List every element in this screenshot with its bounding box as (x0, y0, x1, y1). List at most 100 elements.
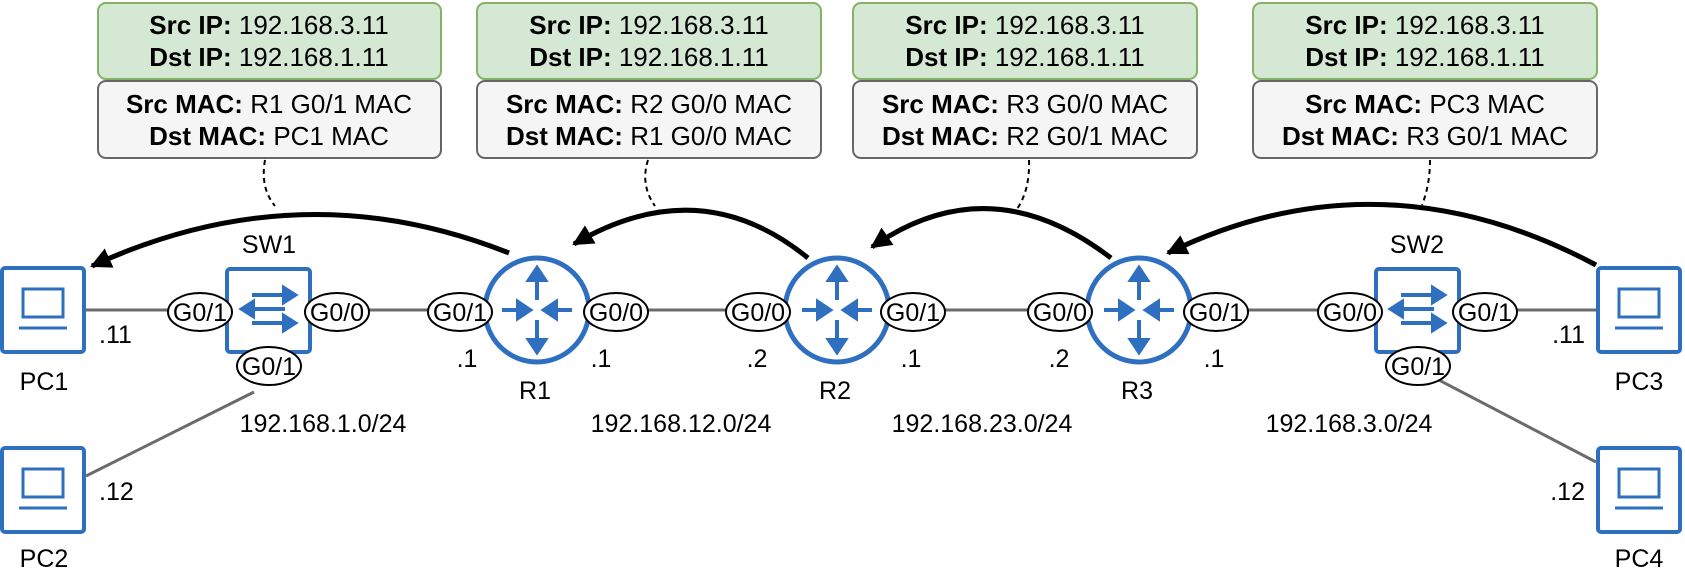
pc4[interactable]: PC4 .12 (1550, 446, 1682, 573)
pc1-address: .11 (99, 321, 132, 349)
dst-mac-value: R3 G0/1 MAC (1406, 121, 1568, 151)
mac-header-box (97, 80, 442, 159)
dst-ip-value: 192.168.1.11 (239, 42, 389, 72)
mac-header-box (476, 80, 822, 159)
svg-text:Src MAC: R1 G0/1 MAC: Src MAC: R1 G0/1 MAC (126, 89, 412, 119)
frame-header-callout-1: Src IP: 192.168.3.11 Dst IP: 192.168.1.1… (97, 2, 442, 159)
router-icon (1084, 255, 1194, 365)
svg-text:G0/0: G0/0 (1323, 299, 1377, 327)
router-icon (482, 255, 592, 365)
r3-label: R3 (1121, 377, 1153, 405)
src-ip-value: 192.168.3.11 (619, 10, 769, 40)
r1-label: R1 (519, 377, 551, 405)
port-sw1-right: G0/0 (304, 292, 370, 332)
port-labels: G0/1 G0/0 G0/1 G0/1 G0/0 G0/0 G0/1 G0/0 (167, 292, 1518, 386)
src-ip-value: 192.168.3.11 (239, 10, 389, 40)
src-mac-value: R3 G0/0 MAC (1006, 89, 1168, 119)
r3-left-address: .2 (1049, 345, 1070, 373)
svg-text:Dst IP: 192.168.1.11: Dst IP: 192.168.1.11 (905, 42, 1144, 72)
frame-header-callout-4: Src IP: 192.168.3.11 Dst IP: 192.168.1.1… (1252, 2, 1598, 159)
subnet-labels: 192.168.1.0/24 192.168.12.0/24 192.168.2… (240, 410, 1433, 438)
svg-text:G0/1: G0/1 (1458, 299, 1512, 327)
r1[interactable]: R1 (482, 255, 592, 405)
pc1[interactable]: PC1 .11 (0, 266, 132, 396)
link-sw2-pc4 (1434, 376, 1597, 464)
pc2-address: .12 (99, 478, 134, 506)
sw2[interactable]: SW2 (1374, 231, 1461, 354)
r2[interactable]: R2 (782, 255, 892, 405)
port-r1-left: G0/1 (427, 292, 493, 332)
r2-right-address: .1 (901, 345, 922, 373)
ip-header-box (476, 2, 822, 80)
svg-text:Src IP: 192.168.3.11: Src IP: 192.168.3.11 (529, 10, 769, 40)
interface-addresses: .1 .1 .2 .1 .2 .1 (457, 345, 1225, 373)
svg-text:G0/0: G0/0 (1033, 299, 1087, 327)
svg-text:Dst MAC: R1 G0/0 MAC: Dst MAC: R1 G0/0 MAC (506, 121, 792, 151)
svg-text:Src MAC: PC3 MAC: Src MAC: PC3 MAC (1305, 89, 1545, 119)
svg-text:G0/1: G0/1 (1391, 353, 1445, 381)
r3[interactable]: R3 (1084, 255, 1194, 405)
dst-mac-value: R2 G0/1 MAC (1006, 121, 1168, 151)
svg-text:G0/0: G0/0 (589, 299, 643, 327)
svg-text:G0/1: G0/1 (886, 299, 940, 327)
svg-text:Dst IP: 192.168.1.11: Dst IP: 192.168.1.11 (149, 42, 388, 72)
r1-right-address: .1 (591, 345, 612, 373)
svg-text:Dst IP: 192.168.1.11: Dst IP: 192.168.1.11 (529, 42, 768, 72)
src-mac-value: R2 G0/0 MAC (630, 89, 792, 119)
svg-text:Dst MAC: R2 G0/1 MAC: Dst MAC: R2 G0/1 MAC (882, 121, 1168, 151)
sw1-label: SW1 (242, 231, 296, 259)
dst-mac-value: PC1 MAC (273, 121, 389, 151)
svg-text:Src IP: 192.168.3.11: Src IP: 192.168.3.11 (905, 10, 1145, 40)
flow-arrow-4 (1166, 201, 1598, 268)
r2-left-address: .2 (747, 345, 768, 373)
pc2[interactable]: PC2 .12 (0, 446, 134, 573)
svg-text:Dst MAC: PC1 MAC: Dst MAC: PC1 MAC (149, 121, 389, 151)
subnet-label: 192.168.3.0/24 (1266, 410, 1433, 438)
computer-icon (1596, 266, 1682, 354)
sw1[interactable]: SW1 (225, 231, 312, 354)
svg-text:Dst MAC: R3 G0/1 MAC: Dst MAC: R3 G0/1 MAC (1282, 121, 1568, 151)
pc3-label: PC3 (1615, 368, 1664, 396)
subnet-label: 192.168.12.0/24 (591, 410, 772, 438)
pc2-label: PC2 (20, 545, 69, 573)
dst-mac-value: R1 G0/0 MAC (630, 121, 792, 151)
port-r2-right: G0/1 (880, 292, 946, 332)
flow-arrow-2 (572, 207, 810, 260)
svg-text:Src MAC: R3 G0/0 MAC: Src MAC: R3 G0/0 MAC (882, 89, 1168, 119)
dst-ip-value: 192.168.1.11 (1395, 42, 1545, 72)
callout-connectors (262, 159, 1431, 210)
port-sw1-left: G0/1 (167, 292, 233, 332)
ip-header-box (97, 2, 442, 80)
link-sw1-pc2 (85, 390, 255, 478)
computer-icon (0, 266, 86, 354)
src-ip-value: 192.168.3.11 (1395, 10, 1545, 40)
ip-header-box (852, 2, 1198, 80)
flow-arrow-3 (870, 206, 1113, 260)
dst-ip-value: 192.168.1.11 (619, 42, 769, 72)
pc3[interactable]: PC3 .11 (1552, 266, 1682, 396)
port-sw1-bottom: G0/1 (236, 346, 302, 386)
svg-text:Dst IP: 192.168.1.11: Dst IP: 192.168.1.11 (1305, 42, 1544, 72)
port-sw2-left: G0/0 (1317, 292, 1383, 332)
flow-arrow-1 (90, 212, 510, 269)
switch-icon (225, 267, 312, 354)
svg-text:G0/1: G0/1 (1189, 299, 1243, 327)
pc3-address: .11 (1552, 321, 1585, 349)
ip-header-box (1252, 2, 1598, 80)
computer-icon (0, 446, 86, 534)
port-r2-left: G0/0 (725, 292, 791, 332)
port-sw2-right: G0/1 (1452, 292, 1518, 332)
pc4-address: .12 (1550, 478, 1585, 506)
pc4-label: PC4 (1615, 545, 1664, 573)
src-mac-value: PC3 MAC (1429, 89, 1545, 119)
pc1-label: PC1 (20, 368, 69, 396)
r3-right-address: .1 (1204, 345, 1225, 373)
svg-text:G0/1: G0/1 (433, 299, 487, 327)
svg-text:Src MAC: R2 G0/0 MAC: Src MAC: R2 G0/0 MAC (506, 89, 792, 119)
svg-text:Src IP: 192.168.3.11: Src IP: 192.168.3.11 (1305, 10, 1545, 40)
port-r3-left: G0/0 (1027, 292, 1093, 332)
subnet-label: 192.168.23.0/24 (892, 410, 1073, 438)
switch-icon (1374, 267, 1461, 354)
src-ip-value: 192.168.3.11 (995, 10, 1145, 40)
